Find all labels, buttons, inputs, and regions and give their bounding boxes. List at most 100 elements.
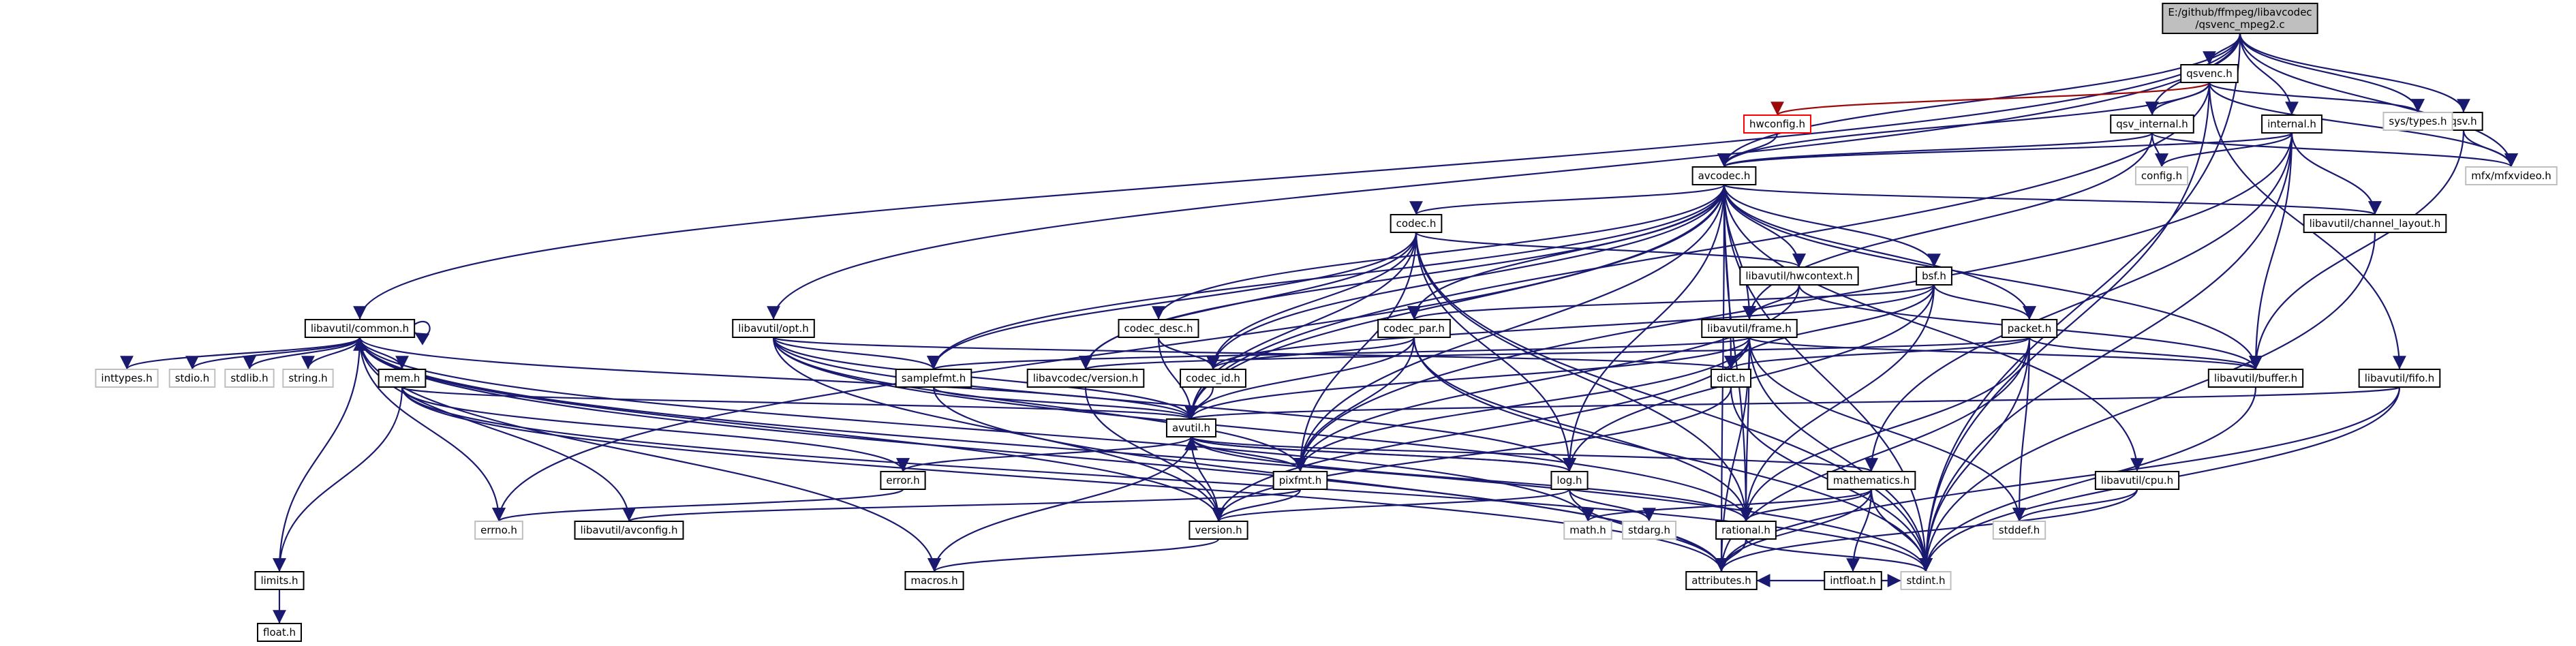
node-mathematics[interactable]: mathematics.h	[1826, 471, 1916, 490]
node-qsv-internal[interactable]: qsv_internal.h	[2110, 114, 2194, 134]
node-codec-desc[interactable]: codec_desc.h	[1118, 319, 1199, 338]
node-codec[interactable]: codec.h	[1390, 214, 1443, 233]
node-box	[2358, 369, 2441, 388]
node-internal[interactable]: internal.h	[2261, 114, 2322, 134]
node-box	[1710, 369, 1752, 388]
node-box	[1563, 521, 1612, 540]
edge-avcodec-to-channel_layout	[1723, 183, 2382, 216]
node-label: intfloat.h	[1830, 574, 1876, 587]
node-box	[2382, 112, 2453, 131]
node-label: sys/types.h	[2389, 115, 2447, 127]
edge-codec-to-samplefmt	[927, 232, 1417, 370]
node-box	[880, 471, 926, 490]
node-mem[interactable]: mem.h	[378, 369, 427, 388]
edge-root-to-opt	[767, 33, 2241, 320]
node-hwcontext[interactable]: libavutil/hwcontext.h	[1739, 266, 1859, 286]
node-avcodec[interactable]: avcodec.h	[1691, 166, 1757, 185]
edge-avcodec-to-bsf	[1723, 184, 1941, 268]
node-label: log.h	[1557, 474, 1582, 487]
node-avconfig[interactable]: libavutil/avconfig.h	[574, 521, 684, 540]
node-box	[2261, 114, 2322, 134]
node-codec-id[interactable]: codec_id.h	[1180, 369, 1246, 388]
node-avcversion[interactable]: libavcodec/version.h	[1026, 369, 1145, 388]
node-dict[interactable]: dict.h	[1710, 369, 1752, 388]
node-packet[interactable]: packet.h	[2001, 319, 2058, 338]
node-box	[2162, 3, 2318, 34]
node-box	[1824, 571, 1882, 590]
edge-qsv_internal-to-avcodec	[1717, 132, 2153, 168]
edge-codec-to-stdint	[1415, 232, 1933, 572]
node-rational[interactable]: rational.h	[1715, 521, 1777, 540]
node-fifo[interactable]: libavutil/fifo.h	[2358, 369, 2441, 388]
node-box	[732, 319, 815, 338]
node-label: config.h	[2141, 170, 2182, 182]
node-avutil[interactable]: avutil.h	[1165, 418, 1217, 437]
node-attributes[interactable]: attributes.h	[1685, 571, 1758, 590]
edge-fifo-to-attributes	[1715, 386, 2401, 572]
node-box	[1743, 114, 1811, 134]
node-limits[interactable]: limits.h	[254, 571, 305, 590]
node-label: stdio.h	[175, 372, 210, 384]
node-cpu[interactable]: libavutil/cpu.h	[2094, 471, 2180, 490]
edge-mem-to-attributes	[401, 386, 1728, 572]
node-label: rational.h	[1721, 524, 1770, 536]
edge-codec-to-avcversion	[1079, 232, 1417, 370]
node-label: libavcodec/version.h	[1033, 372, 1139, 384]
node-label: stdlib.h	[230, 372, 268, 384]
node-label: E:/github/ffmpeg/libavcodec	[2168, 6, 2312, 18]
node-root[interactable]: E:/github/ffmpeg/libavcodec/qsvenc_mpeg2…	[2162, 3, 2318, 34]
node-macros[interactable]: macros.h	[904, 571, 964, 590]
edge-packet-to-stddef	[2012, 337, 2031, 522]
edge-bsf-to-packet	[1933, 284, 2036, 320]
node-label: macros.h	[910, 574, 957, 587]
edge-mathematics-to-math	[1581, 488, 1873, 523]
edge-qsv_internal-to-frame	[1743, 132, 2153, 320]
edge-avcodec-to-buffer	[1723, 184, 2263, 370]
node-samplefmt[interactable]: samplefmt.h	[895, 369, 972, 388]
node-float[interactable]: float.h	[257, 623, 302, 642]
node-box	[224, 369, 275, 388]
edge-error-to-errno	[492, 488, 904, 523]
node-bsf[interactable]: bsf.h	[1916, 266, 1952, 286]
edge-bsf-to-log	[1563, 284, 1935, 472]
edge-internal-to-mathematics	[1865, 132, 2293, 472]
node-codec-par[interactable]: codec_par.h	[1377, 319, 1451, 338]
node-buffer[interactable]: libavutil/buffer.h	[2207, 369, 2304, 388]
node-label: qsv.h	[2450, 115, 2477, 127]
node-error[interactable]: error.h	[880, 471, 926, 490]
node-pixfmt[interactable]: pixfmt.h	[1272, 471, 1328, 490]
edge-opt-to-version	[772, 337, 1225, 522]
node-box	[257, 623, 302, 642]
node-intfloat[interactable]: intfloat.h	[1824, 571, 1882, 590]
node-opt[interactable]: libavutil/opt.h	[732, 319, 815, 338]
edge-mem-to-limits	[273, 386, 403, 572]
node-version[interactable]: version.h	[1189, 521, 1248, 540]
node-hwconfig[interactable]: hwconfig.h	[1743, 114, 1811, 134]
node-qsvenc[interactable]: qsvenc.h	[2180, 64, 2239, 83]
node-frame[interactable]: libavutil/frame.h	[1701, 319, 1798, 338]
node-box	[1916, 266, 1952, 286]
edge-internal-to-stdint	[1919, 132, 2293, 572]
node-log[interactable]: log.h	[1550, 471, 1589, 490]
node-box	[1739, 266, 1859, 286]
node-label: qsvenc.h	[2186, 67, 2232, 80]
node-label: packet.h	[2008, 322, 2052, 335]
node-label: samplefmt.h	[902, 372, 966, 384]
edge-mathematics-to-attributes	[1715, 489, 1873, 572]
edge-root-to-systypes	[2239, 33, 2425, 113]
edge-common-to-mem	[358, 337, 409, 370]
node-box	[2134, 166, 2189, 185]
node-box	[1992, 521, 2046, 540]
node-common[interactable]: libavutil/common.h	[304, 319, 416, 338]
node-box	[1118, 319, 1199, 338]
edge-avcodec-to-hwcontext	[1723, 184, 1806, 268]
node-label: dict.h	[1717, 372, 1745, 384]
node-channel-layout[interactable]: libavutil/channel_layout.h	[2303, 214, 2447, 233]
node-label: mem.h	[384, 372, 420, 384]
edge-common-to-stdint	[358, 337, 1933, 572]
node-errno: errno.h	[474, 521, 523, 540]
node-label: inttypes.h	[101, 372, 152, 384]
edge-avutil-to-error	[896, 435, 1193, 473]
node-label: limits.h	[260, 574, 298, 587]
